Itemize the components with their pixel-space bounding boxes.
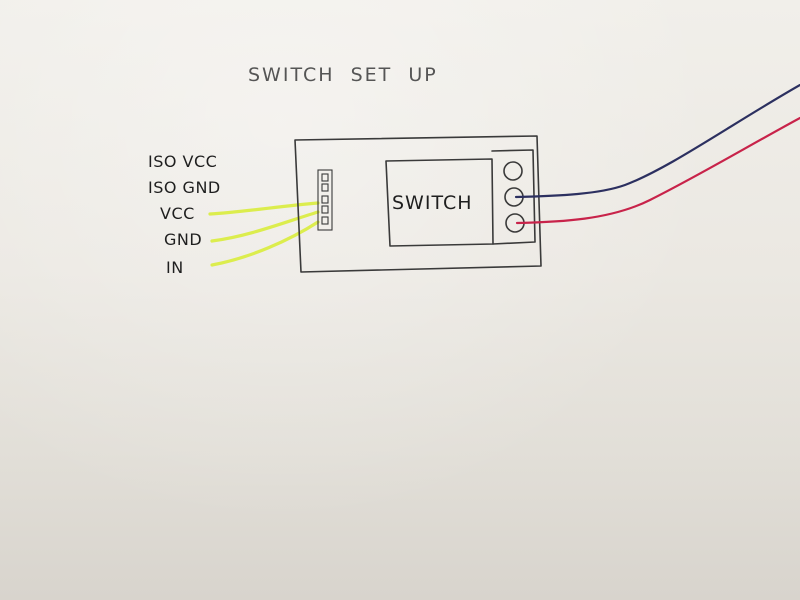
header-pin — [321, 173, 329, 182]
screw-terminal — [503, 161, 523, 181]
pin-header-outline — [317, 169, 333, 231]
header-pin — [321, 205, 329, 214]
wire-gnd — [210, 210, 320, 243]
wire-red-output — [515, 116, 800, 225]
label-in: IN — [166, 258, 184, 277]
pin-header — [317, 169, 333, 231]
label-iso-vcc: ISO VCC — [148, 152, 217, 171]
module-board — [294, 135, 542, 273]
wire-dark-output — [514, 83, 800, 199]
wire-in — [210, 220, 320, 267]
wire-vcc — [208, 201, 320, 216]
diagram-title: SWITCH SET UP — [248, 64, 438, 86]
header-pin — [321, 216, 329, 225]
header-pin — [321, 195, 329, 204]
header-pin — [321, 183, 329, 192]
label-iso-gnd: ISO GND — [148, 178, 221, 197]
label-vcc: VCC — [160, 204, 195, 223]
label-gnd: GND — [164, 230, 202, 249]
switch-label: SWITCH — [392, 192, 473, 214]
